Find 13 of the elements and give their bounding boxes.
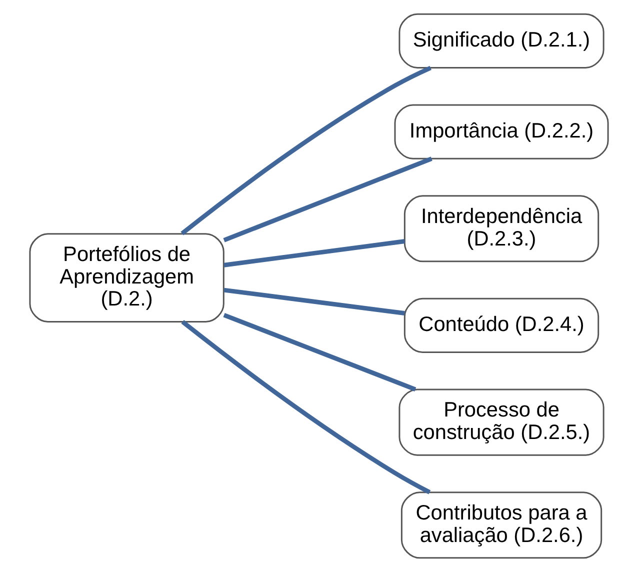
node-box: Importância (D.2.2.): [394, 104, 609, 160]
connector: [181, 320, 431, 494]
connector: [180, 66, 432, 236]
node-box: Processo de construção (D.2.5.): [398, 388, 604, 456]
node-box: Significado (D.2.1.): [398, 13, 604, 68]
node-box: Interdependência (D.2.3.): [404, 195, 600, 262]
connector: [223, 312, 416, 392]
node-box: Conteúdo (D.2.4.): [404, 298, 600, 354]
connector: [223, 156, 432, 242]
connector: [224, 239, 405, 268]
node-box: Portefólios de Aprendizagem (D.2.): [29, 233, 224, 322]
node-box: Contributos para a avaliação (D.2.6.): [400, 492, 602, 559]
connector: [224, 288, 405, 316]
